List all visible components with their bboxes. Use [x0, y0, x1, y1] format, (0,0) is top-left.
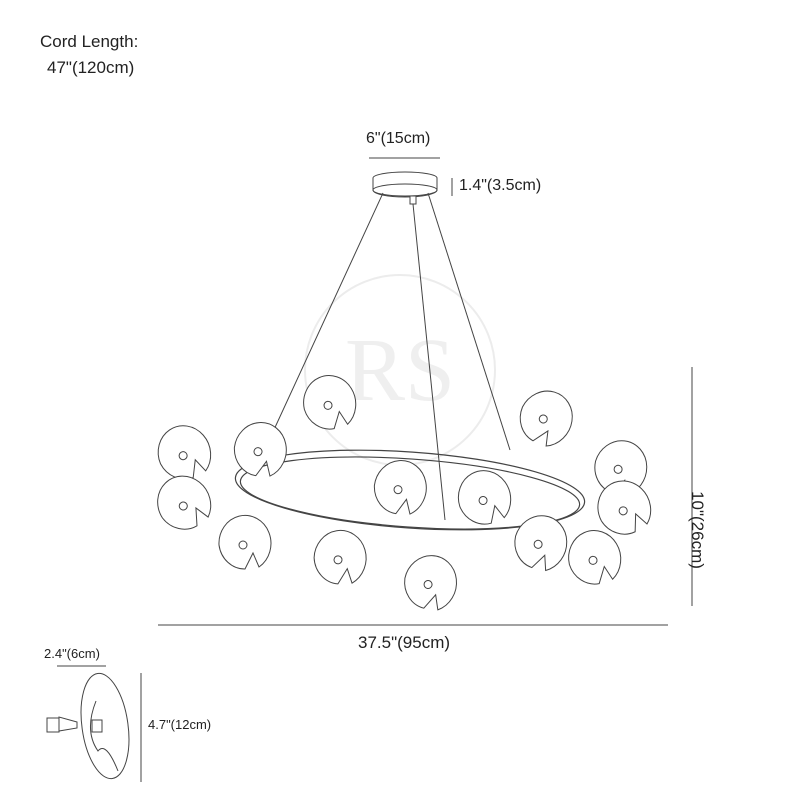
lamp-shade: [157, 475, 212, 530]
watermark-logo: RS: [304, 274, 496, 466]
shade-width-label: 2.4"(6cm): [44, 646, 100, 661]
dimension-lines: [57, 157, 693, 782]
lamp-shade: [594, 440, 648, 497]
height-label: 10"(26cm): [688, 491, 707, 569]
lamp-shade: [457, 470, 512, 525]
lamp-shade: [404, 555, 457, 611]
width-label: 37.5"(95cm): [358, 633, 451, 652]
suspension-wires: [259, 192, 511, 521]
lamp-shade: [303, 375, 357, 430]
canopy: [372, 171, 438, 205]
lamp-shade: [568, 530, 622, 585]
lamp-shade: [519, 390, 573, 447]
lamp-shade: [218, 515, 272, 570]
canopy-height-label: 1.4"(3.5cm): [459, 177, 542, 194]
cord-length-value: 47"(120cm): [47, 58, 135, 77]
single-shade-detail: [46, 672, 130, 780]
svg-text:RS: RS: [345, 321, 455, 420]
lamp-shade: [514, 515, 568, 572]
shades-group: [157, 375, 652, 611]
canopy-width-label: 6"(15cm): [366, 130, 431, 147]
lamp-shade: [233, 422, 287, 477]
ring-frame: [234, 449, 586, 531]
cord-length-label: Cord Length:: [40, 32, 139, 51]
lamp-shade: [597, 480, 652, 535]
shade-height-label: 4.7"(12cm): [148, 717, 212, 732]
lamp-shade: [313, 529, 367, 585]
lamp-shade: [373, 460, 427, 515]
